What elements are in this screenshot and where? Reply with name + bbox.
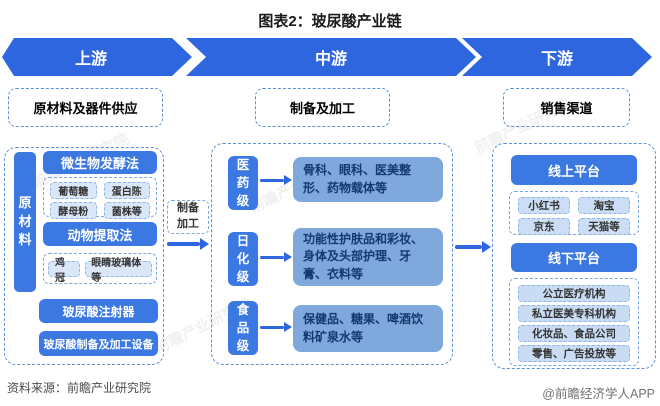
grade-daily-chemical-label: 日化级 (236, 233, 250, 285)
process-connector-text: 制备加工 (177, 202, 199, 230)
banner-upstream-label: 上游 (74, 51, 107, 68)
upstream-to-midstream-arrow (167, 238, 209, 250)
banner-midstream: 中游 (186, 38, 476, 76)
food-arrow (260, 322, 292, 332)
chip-taobao: 淘宝 (578, 197, 630, 214)
chip-glucose: 葡萄糖 (50, 182, 97, 199)
equipment-button: 玻尿酸制备及加工设备 (39, 331, 158, 356)
brand-watermark: @前瞻经济学人APP (542, 387, 655, 401)
chip-yeast-powder: 酵母粉 (50, 202, 97, 219)
syringe-button: 玻尿酸注射器 (39, 299, 158, 323)
chip-jd: 京东 (518, 218, 570, 235)
grade-daily-chemical: 日化级 (228, 232, 258, 286)
chip-cosmetics-food-company: 化妆品、食品公司 (518, 325, 630, 342)
offline-channels-box: 公立医疗机构 私立医美专科机构 化妆品、食品公司 零售、广告投放等 (509, 278, 639, 366)
raw-material-vertical-bar: 原材料 (14, 152, 36, 292)
online-platforms-box: 小红书 淘宝 京东 天猫等 (509, 191, 639, 235)
pharma-arrow (260, 175, 292, 185)
downstream-section-title: 销售渠道 (503, 88, 630, 127)
chip-tmall: 天猫等 (578, 218, 630, 235)
banner-downstream-label: 下游 (540, 51, 573, 68)
chip-peptone: 蛋白陈 (103, 182, 150, 199)
online-platform-button: 线上平台 (511, 155, 637, 185)
banner-upstream: 上游 (2, 38, 192, 76)
animal-extraction-button: 动物提取法 (43, 222, 157, 246)
chip-cockscomb: 鸡冠 (48, 258, 81, 284)
chip-strains: 菌株等 (103, 202, 150, 219)
fermentation-method-button: 微生物发酵法 (43, 151, 157, 174)
upstream-container (4, 147, 164, 365)
chip-public-medical: 公立医疗机构 (518, 285, 630, 302)
animal-items-box: 鸡冠 眼睛玻璃体等 (43, 253, 157, 284)
downstream-container (492, 143, 656, 369)
pharma-applications-box: 骨科、眼科、医美整形、药物载体等 (293, 157, 443, 202)
chip-xiaohongshu: 小红书 (518, 197, 570, 214)
chip-retail-advertising: 零售、广告投放等 (518, 345, 630, 362)
daily-chemical-applications-box: 功能性护肤品和彩妆、身体及头部护理、牙膏、衣料等 (293, 228, 443, 286)
food-applications-box: 保健品、糖果、啤酒饮料矿泉水等 (293, 305, 443, 352)
chip-private-medical: 私立医美专科机构 (518, 305, 630, 322)
daily-chemical-arrow (260, 252, 292, 262)
offline-platform-button: 线下平台 (511, 243, 637, 272)
midstream-to-downstream-arrow (455, 241, 491, 253)
source-note: 资料来源：前瞻产业研究院 (7, 381, 152, 395)
raw-material-vertical-label: 原材料 (18, 194, 32, 248)
grade-pharma-label: 医药级 (236, 157, 250, 209)
midstream-section-title: 制备及加工 (255, 88, 390, 127)
banner-midstream-label: 中游 (314, 51, 347, 68)
midstream-container (211, 143, 453, 365)
grade-food: 食品级 (228, 301, 258, 355)
chip-eye-vitreous: 眼睛玻璃体等 (85, 258, 152, 284)
upstream-section-title: 原材料及器件供应 (8, 88, 163, 127)
grade-food-label: 食品级 (236, 302, 250, 354)
banner-downstream: 下游 (462, 38, 652, 76)
fermentation-items-box: 葡萄糖 蛋白陈 酵母粉 菌株等 (43, 177, 157, 219)
process-connector-label: 制备加工 (167, 200, 209, 234)
grade-pharma: 医药级 (228, 156, 258, 210)
page-title: 图表2：玻尿酸产业链 (258, 13, 402, 30)
